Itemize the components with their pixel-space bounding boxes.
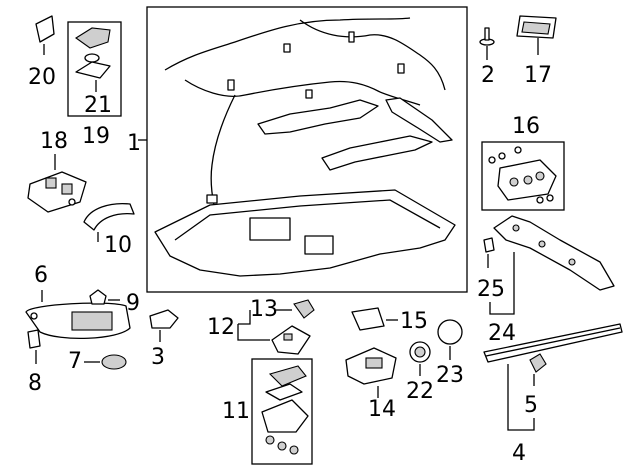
callout-7: 7 [68, 349, 82, 374]
bracket-20 [35, 15, 55, 55]
callout-24: 24 [488, 321, 516, 346]
hook-3 [149, 309, 179, 342]
callout-23: 23 [436, 363, 464, 388]
visor-clip-9 [89, 289, 120, 305]
lamp-19 [75, 27, 111, 92]
lamp-12 [271, 325, 311, 355]
bracket-15 [351, 307, 398, 331]
console-11 [261, 365, 309, 455]
clip-5 [529, 353, 547, 386]
lamp-14 [345, 347, 397, 398]
lens-13 [293, 299, 315, 319]
button-22 [409, 341, 431, 376]
callout-20: 20 [28, 65, 56, 90]
callout-12: 12 [207, 315, 235, 340]
clip-2 [479, 27, 495, 60]
callout-22: 22 [406, 379, 434, 404]
callout-2: 2 [481, 63, 495, 88]
sun-visor-6 [25, 302, 131, 340]
clip-25 [483, 237, 495, 268]
cover-17 [516, 15, 557, 55]
side-rail-24 [493, 215, 615, 291]
callout-15: 15 [400, 309, 428, 334]
console-18 [27, 171, 87, 213]
wire-harness [164, 17, 446, 206]
callout-21: 21 [84, 93, 112, 118]
plug-23 [437, 319, 463, 360]
reinforcement-rails [257, 97, 453, 171]
callout-5: 5 [524, 393, 538, 418]
box-16 [481, 141, 565, 211]
callout-14: 14 [368, 397, 396, 422]
headliner-panel [154, 189, 456, 277]
callout-11: 11 [222, 399, 250, 424]
callout-16: 16 [512, 114, 540, 139]
callout-4: 4 [512, 441, 526, 466]
callout-18: 18 [40, 129, 68, 154]
callout-8: 8 [28, 371, 42, 396]
callout-10: 10 [104, 233, 132, 258]
callout-19: 19 [82, 124, 110, 149]
callout-17: 17 [524, 63, 552, 88]
callout-25: 25 [477, 277, 505, 302]
callout-1: 1 [127, 131, 141, 156]
cap-7 [101, 354, 127, 370]
headliner-group-box [146, 6, 468, 293]
assist-grip-10 [83, 202, 135, 242]
callout-9: 9 [126, 291, 140, 316]
callout-13: 13 [250, 297, 278, 322]
lamp-16 [488, 146, 557, 204]
callout-3: 3 [151, 345, 165, 370]
box-11 [251, 358, 313, 465]
garnish-4 [483, 323, 623, 363]
holder-8 [27, 329, 41, 364]
callout-6: 6 [34, 263, 48, 288]
box-19-21 [67, 21, 122, 117]
